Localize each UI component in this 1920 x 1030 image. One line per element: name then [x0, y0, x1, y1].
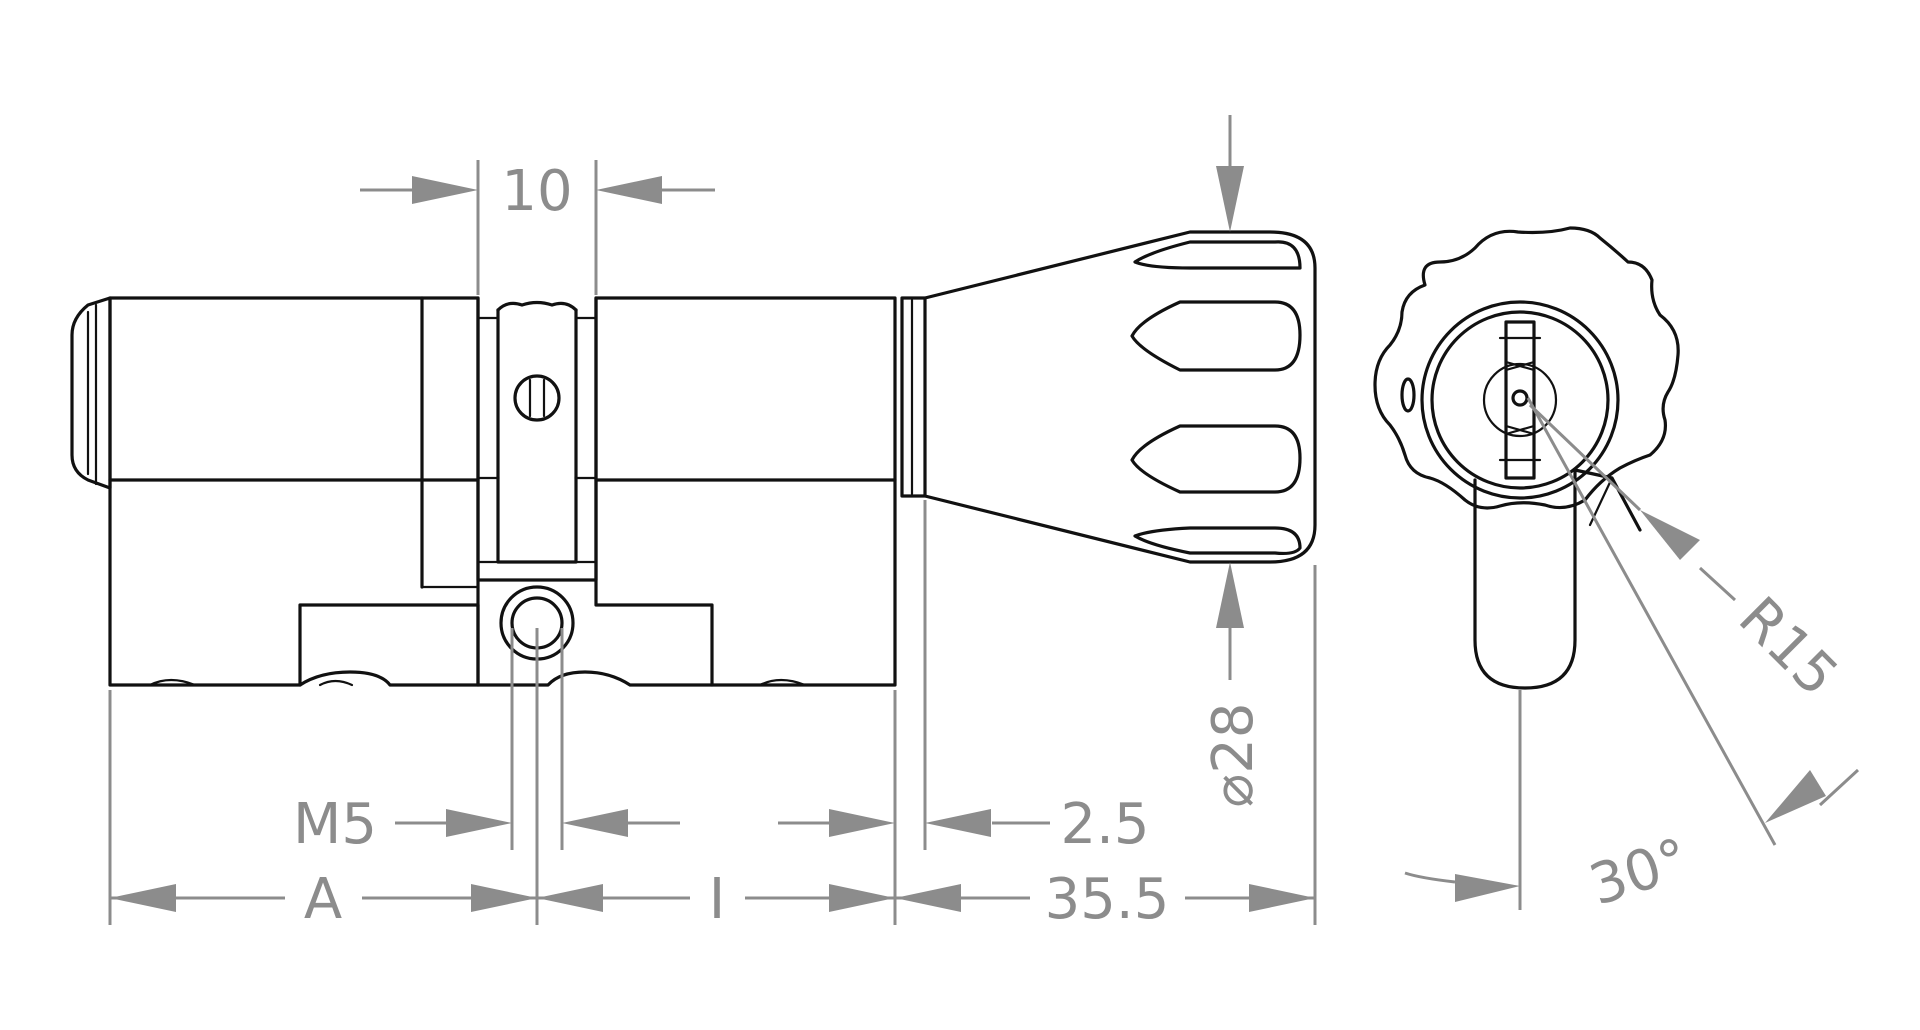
grip-flute-2	[1130, 300, 1302, 372]
dim-label-radius: R15	[1726, 585, 1850, 709]
dim-label-a: A	[304, 867, 342, 932]
left-tip	[70, 296, 112, 490]
knob-outline	[923, 230, 1317, 564]
dim-label-angle: 30°	[1582, 826, 1696, 918]
cam-section	[476, 296, 598, 582]
dim-label-diameter: ⌀28	[1201, 703, 1266, 808]
grip-flute-4	[1133, 526, 1302, 556]
dimensions: 10 M5 2.5	[108, 115, 1860, 932]
right-upper-cylinder	[594, 296, 897, 482]
cylinder-side-view	[70, 296, 927, 687]
front-knob-outline	[1373, 226, 1680, 510]
dim-label-2.5: 2.5	[1060, 792, 1149, 857]
grip-flute-3	[1130, 424, 1302, 494]
lever	[1473, 468, 1577, 690]
dim-diameter: ⌀28	[1201, 115, 1266, 807]
dim-label-i: I	[709, 867, 726, 932]
cylinder-face-outer	[1420, 300, 1620, 500]
dim-label-10: 10	[501, 159, 572, 224]
dim-row-bottom: A I 35.5	[110, 867, 1315, 932]
grip-flute-1	[1133, 240, 1302, 270]
dim-m5: M5	[293, 792, 680, 857]
dim-label-35.5: 35.5	[1045, 867, 1170, 932]
right-lower-body	[476, 478, 714, 687]
cylinder-face-inner	[1430, 310, 1610, 490]
knob-collar	[900, 296, 927, 498]
keyway	[1498, 320, 1542, 480]
dim-radius: R15	[1528, 403, 1850, 709]
dim-10: 10	[360, 159, 715, 295]
dim-label-m5: M5	[293, 792, 377, 857]
dim-2.5: 2.5	[778, 792, 1150, 857]
front-view	[1373, 226, 1680, 690]
knob-side-view	[923, 230, 1317, 564]
left-lower-body	[108, 478, 480, 687]
